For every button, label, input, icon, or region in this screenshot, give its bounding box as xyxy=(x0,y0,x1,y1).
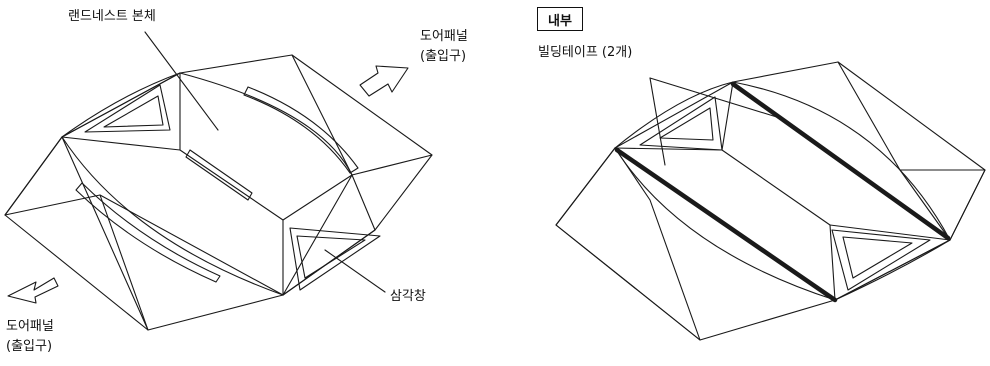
interior-outline xyxy=(555,61,986,341)
label-door-panel-right: 도어패널 xyxy=(420,29,468,44)
window-leader-line xyxy=(324,249,386,293)
interior-body-lower xyxy=(614,147,836,301)
exterior-inner-top xyxy=(179,72,353,221)
door-arrow-right xyxy=(359,65,409,97)
interior-body-upper xyxy=(614,81,951,241)
building-tape-2 xyxy=(730,81,951,241)
door-rail-bottom xyxy=(75,182,221,283)
triangle-window-right-outer xyxy=(289,227,381,291)
interior-inner xyxy=(721,149,836,301)
interior-window-top-inner xyxy=(659,107,714,141)
label-door-entrance-right: (출입구) xyxy=(420,49,467,64)
building-tape-1 xyxy=(614,147,838,303)
label-door-entrance-left: (출입구) xyxy=(6,339,53,354)
exterior-inner-edge xyxy=(61,136,181,151)
triangle-window-top-inner xyxy=(103,95,164,128)
exterior-view xyxy=(4,31,433,331)
exterior-body-front-lower xyxy=(61,136,284,296)
door-rail-top xyxy=(243,86,359,174)
tape-leader-2 xyxy=(649,77,781,119)
door-rail-middle xyxy=(185,149,253,201)
door-arrow-left xyxy=(7,277,59,304)
label-tent-body: 랜드네스트 본체 xyxy=(68,9,156,24)
interior-window-top-outer xyxy=(639,96,723,151)
interior-body-right xyxy=(834,239,951,301)
triangle-window-right-inner xyxy=(296,235,366,279)
interior-window-right-inner xyxy=(842,236,913,279)
tape-leader-1 xyxy=(649,77,666,166)
interior-view xyxy=(555,61,986,341)
exterior-body-top xyxy=(61,72,181,138)
body-leader-line xyxy=(144,31,219,131)
label-interior-box: 내부 xyxy=(537,7,583,31)
label-triangle-window: 삼각창 xyxy=(390,289,426,304)
exterior-body-front-upper xyxy=(179,72,353,176)
exterior-outline xyxy=(4,54,433,331)
triangle-window-top-outer xyxy=(84,84,171,133)
exterior-body-right xyxy=(282,174,353,296)
label-door-panel-left: 도어패널 xyxy=(6,319,54,334)
interior-window-right-outer xyxy=(831,229,931,291)
label-building-tape: 빌딩테이프 (2개) xyxy=(538,45,633,60)
